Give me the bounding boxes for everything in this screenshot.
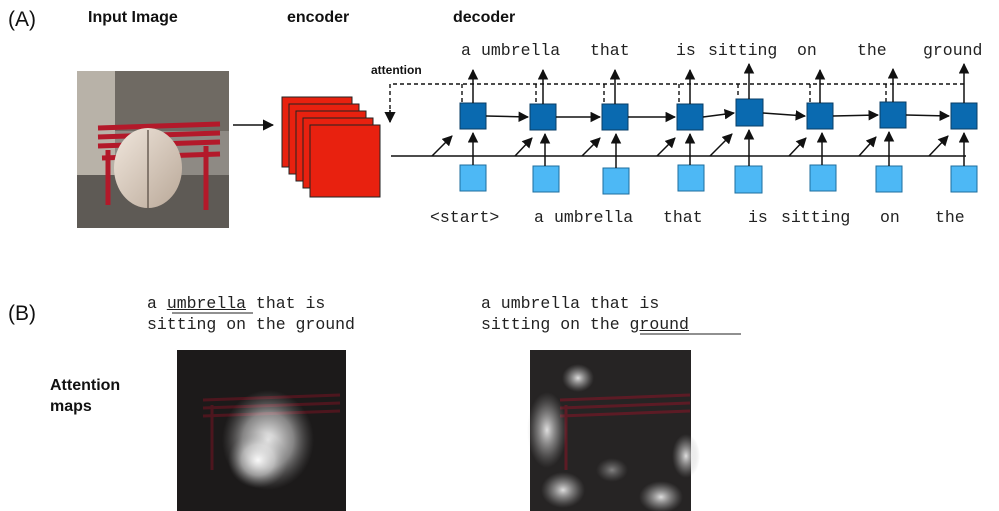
- input-word: on: [880, 208, 900, 227]
- context-diagonal-arrows: [431, 133, 949, 157]
- map2-caption-text: a umbrella that is: [481, 294, 660, 313]
- input-word: umbrella: [554, 208, 634, 227]
- input-word: a: [534, 208, 544, 227]
- input-cell: [677, 164, 705, 192]
- panel-a-label: (A): [8, 8, 36, 31]
- map2-caption-text: sitting on the: [481, 315, 630, 334]
- encoder-feature-maps: [281, 96, 381, 198]
- map2-caption-highlight: ground: [629, 315, 689, 334]
- attention-maps-line2: maps: [50, 398, 92, 415]
- output-word: sitting: [708, 41, 778, 60]
- map1-caption-text: sitting on the ground: [147, 315, 355, 334]
- input-cell: [875, 165, 903, 193]
- panel-b-label: (B): [8, 302, 36, 325]
- attention-maps-line1: Attention: [50, 377, 121, 394]
- input-word: sitting: [781, 208, 851, 227]
- output-word: ground: [923, 41, 983, 60]
- attention-dashed-path: [389, 83, 964, 118]
- recurrent-arrows: [485, 109, 951, 123]
- input-cell: [950, 165, 978, 193]
- encoder-title: encoder: [287, 9, 350, 26]
- input-cell: [459, 164, 487, 192]
- map1-caption: a umbrella that is sitting on the ground: [147, 293, 355, 335]
- decoder-cell: [735, 98, 764, 127]
- input-embedding-cells: [459, 164, 978, 195]
- output-word: that: [590, 41, 630, 60]
- output-word: is: [676, 41, 696, 60]
- input-word: is: [748, 208, 768, 227]
- input-cell: [532, 165, 560, 193]
- attention-map-2: [527, 350, 700, 511]
- attention-label: attention: [371, 63, 422, 77]
- vertical-arrows: [467, 62, 970, 168]
- decoder-cell: [601, 103, 629, 131]
- decoder-cell: [879, 101, 907, 129]
- decoder-cell: [950, 102, 978, 130]
- map1-caption-highlight: umbrella: [166, 294, 247, 313]
- input-word: <start>: [430, 208, 500, 227]
- attention-maps-label: Attention maps: [50, 375, 120, 417]
- input-word: the: [935, 208, 965, 227]
- input-word: that: [663, 208, 703, 227]
- map1-caption-text: that is: [246, 294, 326, 313]
- input-image: [77, 71, 229, 228]
- decoder-cell: [529, 103, 557, 131]
- map2-caption: a umbrella that is sitting on the ground: [481, 293, 689, 335]
- output-word: on: [797, 41, 817, 60]
- map1-caption-text: a: [147, 294, 167, 313]
- output-word: the: [857, 41, 887, 60]
- attention-map-1: [177, 350, 346, 511]
- output-word: a: [461, 41, 471, 60]
- decoder-title: decoder: [453, 9, 516, 26]
- input-image-title: Input Image: [88, 9, 178, 26]
- output-word: umbrella: [481, 41, 561, 60]
- decoder-cell: [806, 102, 834, 130]
- decoder-cell: [676, 103, 704, 131]
- decoder-cell: [459, 102, 487, 130]
- input-cell: [809, 164, 837, 192]
- input-cell: [602, 167, 630, 195]
- input-cell: [734, 165, 763, 194]
